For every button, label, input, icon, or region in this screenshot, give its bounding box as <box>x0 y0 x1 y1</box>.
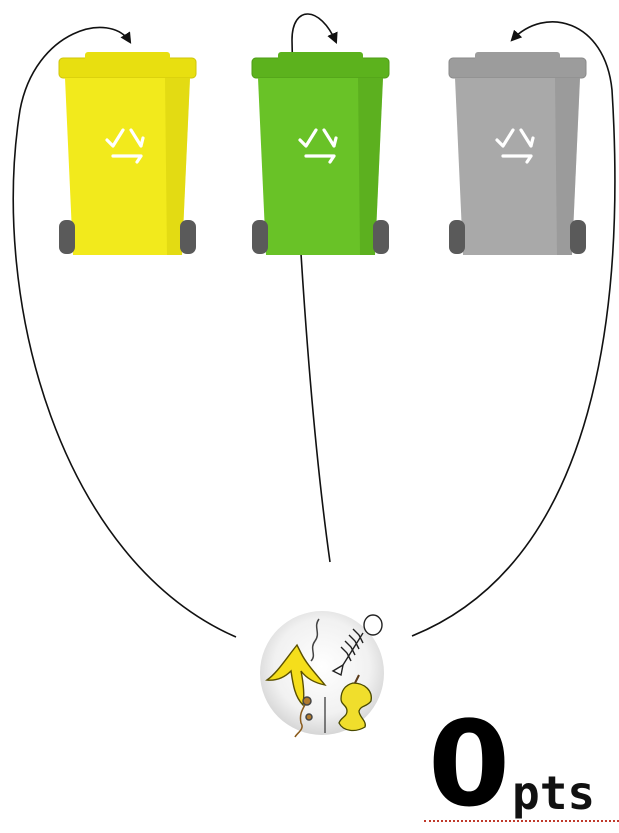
bin-icon <box>55 50 200 265</box>
organic-waste-icon <box>255 605 390 745</box>
score-underline <box>424 820 619 822</box>
green-bin[interactable] <box>248 50 393 265</box>
score-value: 0 <box>428 702 508 827</box>
organic-waste-item[interactable] <box>255 605 390 745</box>
bin-icon <box>248 50 393 265</box>
bin-icon <box>445 50 590 265</box>
score-unit: pts <box>512 767 595 819</box>
gray-bin[interactable] <box>445 50 590 265</box>
score-display: 0 pts <box>412 702 619 827</box>
yellow-bin[interactable] <box>55 50 200 265</box>
